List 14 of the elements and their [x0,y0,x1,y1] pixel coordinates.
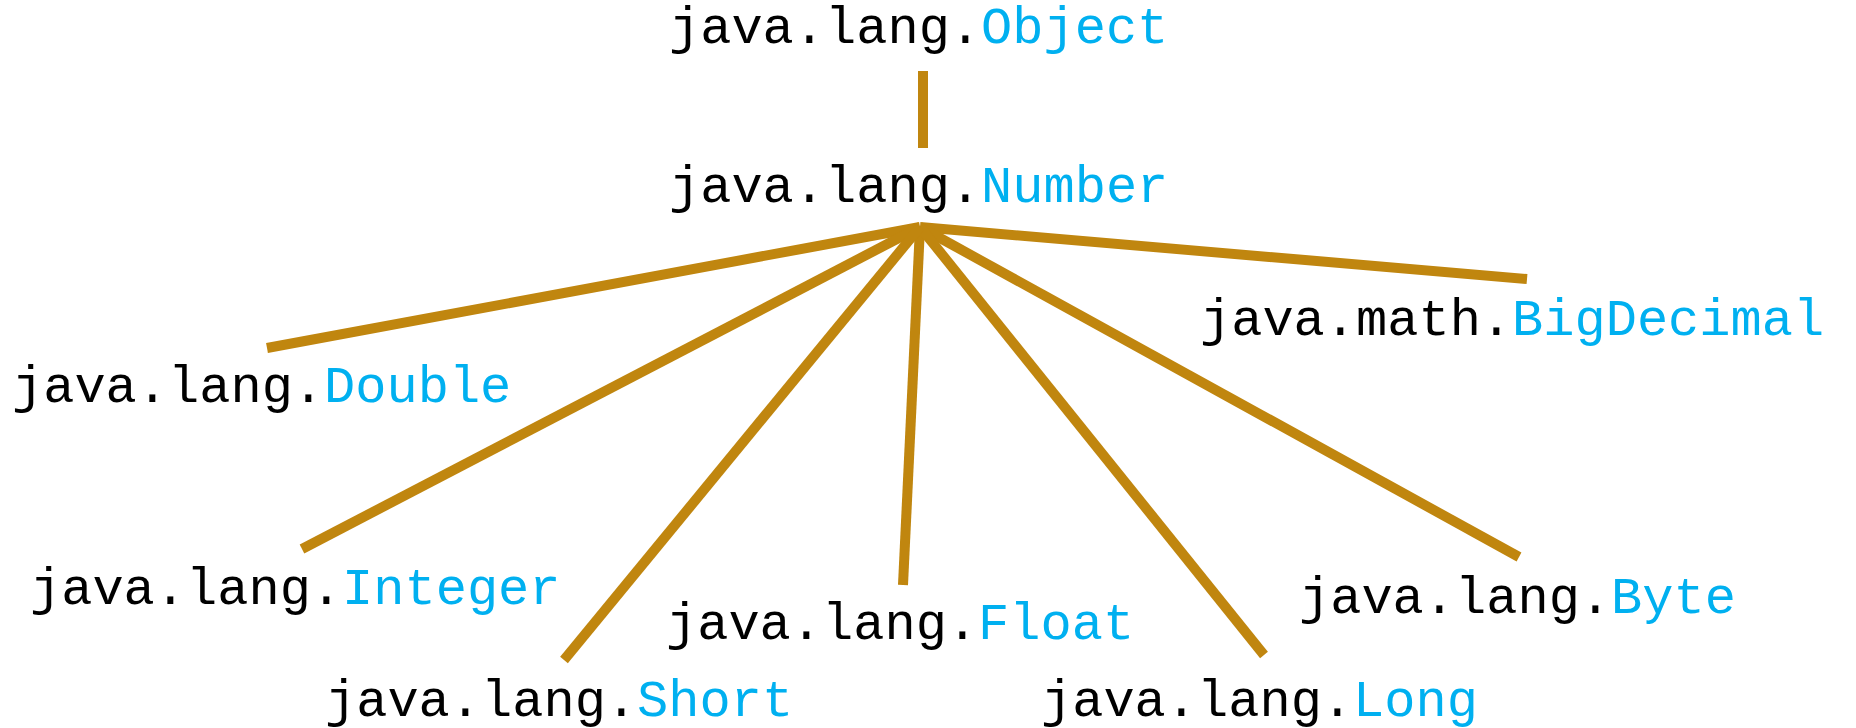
class-name: java.lang.Byte [1299,576,1736,624]
class-name: java.lang.Float [666,602,1135,650]
connector-line [299,222,923,554]
class-name: java.lang.Number [669,165,1169,213]
connector-line [918,71,928,148]
class-name: java.lang.Integer [30,567,561,615]
class-name: java.lang.Short [325,679,794,727]
class-name: java.math.BigDecimal [1200,298,1825,346]
class-name: java.lang.Object [669,6,1169,54]
connector-line [266,222,921,353]
class-name: java.lang.Double [12,365,512,413]
connector-line [917,222,1522,562]
connector-line [919,222,1528,284]
class-name: java.lang.Long [1041,679,1478,727]
